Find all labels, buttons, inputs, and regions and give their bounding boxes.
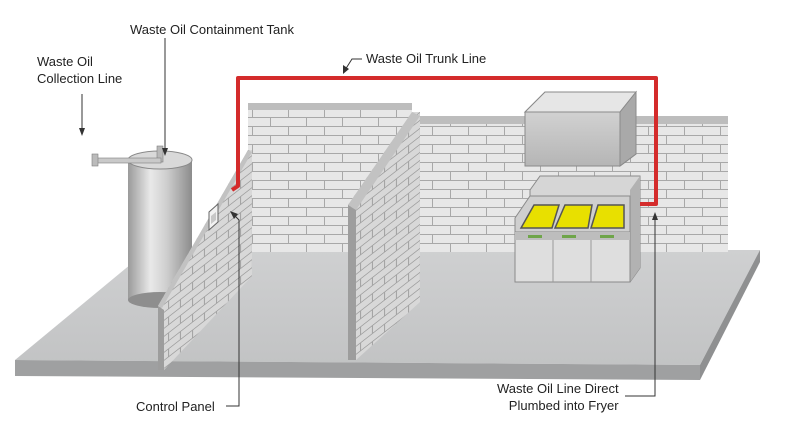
label-collection-line: Waste Oil Collection Line <box>37 53 122 87</box>
label-direct-fryer-line: Waste Oil Line Direct Plumbed into Fryer <box>497 380 619 414</box>
label-collection-line-2: Collection Line <box>37 71 123 86</box>
fryer-bank <box>514 175 641 283</box>
waste-oil-trunk-line <box>230 76 658 206</box>
label-collection-line-1: Waste Oil <box>37 54 93 69</box>
label-direct-fryer-line-2: Plumbed into Fryer <box>508 398 619 413</box>
label-control-panel: Control Panel <box>136 399 215 414</box>
label-trunk-line: Waste Oil Trunk Line <box>366 51 487 66</box>
label-containment-tank: Waste Oil Containment Tank <box>130 22 295 37</box>
fryer-vat-3 <box>589 204 625 229</box>
label-direct-fryer-line-1: Waste Oil Line Direct <box>497 381 619 396</box>
fryer-vat-2 <box>553 204 593 229</box>
leader-lines <box>79 38 658 407</box>
kitchen-hood <box>523 90 638 167</box>
control-panel-box <box>208 202 219 232</box>
front-left-wall <box>158 150 252 370</box>
fryer-vat-1 <box>519 204 561 229</box>
containment-tank <box>91 145 193 308</box>
partition-wall <box>348 112 420 360</box>
